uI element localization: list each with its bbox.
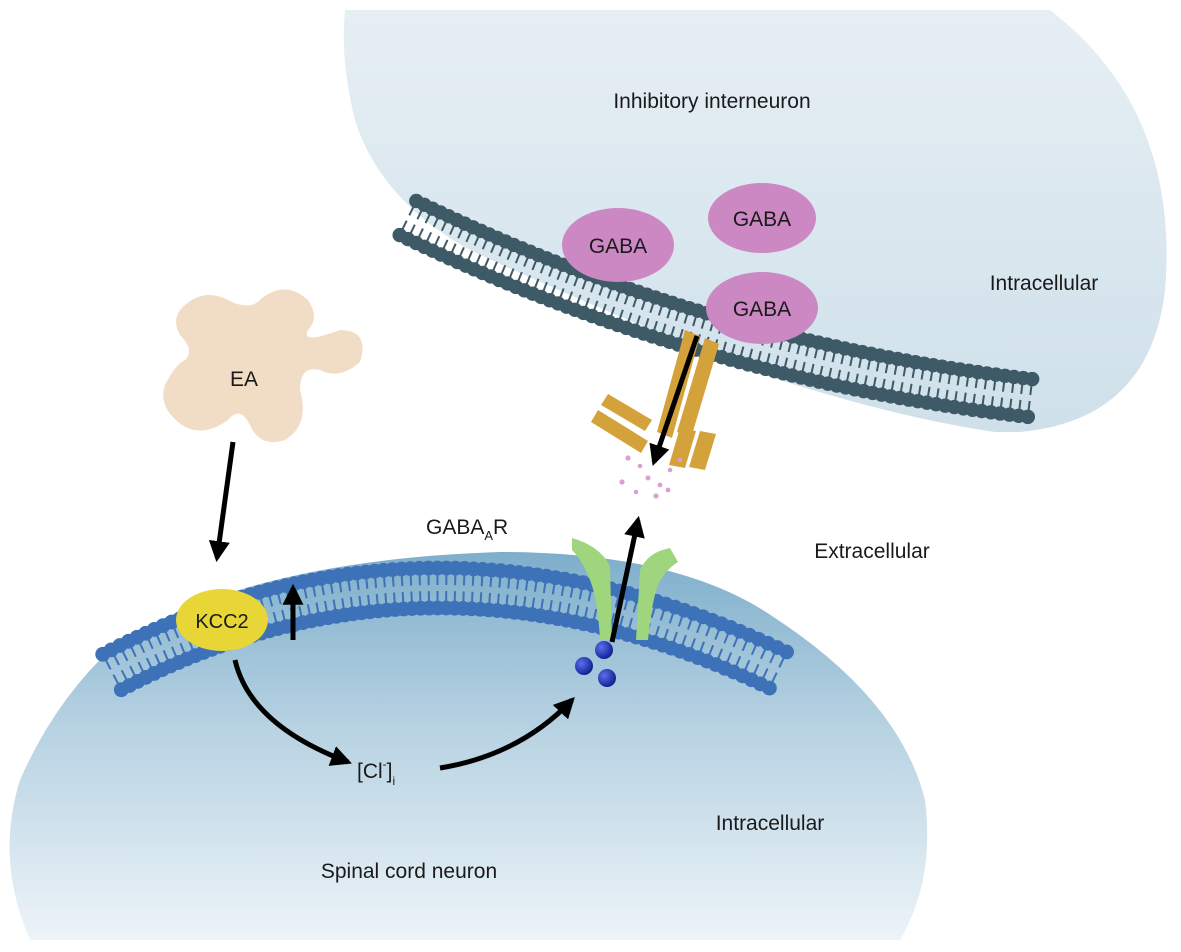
kcc2-transporter xyxy=(176,589,268,651)
lipid-head xyxy=(779,644,794,660)
chloride-ions xyxy=(575,641,616,687)
kcc2-to-chloride-arrow xyxy=(232,659,352,766)
kcc2-label: KCC2 xyxy=(195,611,248,633)
gaba-vesicle: GABA xyxy=(706,272,818,344)
spinal-cord-neuron-cell xyxy=(9,552,928,940)
lipid-head xyxy=(1020,409,1036,425)
gaba-label: GABA xyxy=(589,235,647,258)
intracellular-top-label: Intracellular xyxy=(990,272,1099,295)
lipid-head xyxy=(762,680,777,696)
gaba-label: GABA xyxy=(733,298,791,321)
inhibitory-interneuron-label: Inhibitory interneuron xyxy=(613,90,810,113)
gabaar-label: GABAAR xyxy=(426,516,508,543)
gabaa-receptor xyxy=(572,538,678,640)
released-gaba-dots xyxy=(619,455,683,499)
chloride-concentration-label: [Cl-]i xyxy=(357,757,395,788)
gaba-vesicle: GABA xyxy=(708,183,816,253)
extracellular-label: Extracellular xyxy=(814,540,930,563)
release-arrow xyxy=(649,335,700,466)
chloride-efflux-arrow xyxy=(609,515,645,643)
chloride-to-receptor-arrow xyxy=(439,696,575,771)
intracellular-bottom-label: Intracellular xyxy=(716,812,825,835)
gaba-label: GABA xyxy=(733,208,791,231)
ea-shape xyxy=(163,289,363,443)
ea-label: EA xyxy=(230,368,258,391)
lipid-head xyxy=(1024,371,1040,387)
ea-to-kcc2-arrow xyxy=(208,441,236,563)
gaba-vesicle: GABA xyxy=(562,208,674,282)
spinal-cord-neuron-label: Spinal cord neuron xyxy=(321,860,497,883)
